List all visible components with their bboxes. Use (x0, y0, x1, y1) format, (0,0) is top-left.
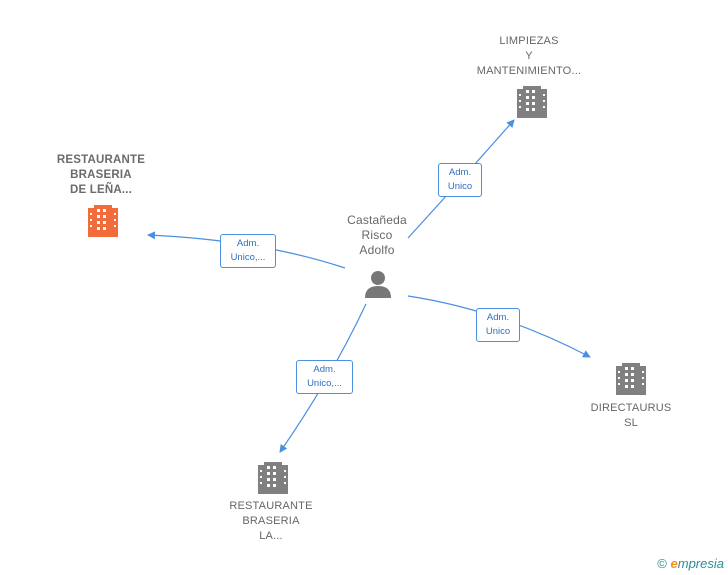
restaurante-lena-line-2: BRASERIA (70, 169, 132, 181)
node-label-directaurus[interactable]: DIRECTAURUS SL (576, 401, 686, 431)
edge-label-restaurante-lena-line-2: Unico,... (230, 252, 266, 263)
edge-label-restaurante-la-line-1: Adm. (313, 364, 336, 375)
center-line-3: Adolfo (359, 243, 395, 257)
center-line-1: Castañeda (347, 213, 407, 227)
node-label-restaurante-la[interactable]: RESTAURANTE BRASERIA LA... (216, 499, 326, 544)
copyright-icon: © (657, 556, 667, 571)
edge-label-directaurus-line-2: Unico (485, 326, 511, 337)
directaurus-line-1: DIRECTAURUS (590, 402, 672, 414)
building-icon[interactable] (258, 462, 288, 494)
building-icon[interactable] (616, 363, 646, 395)
center-line-2: Risco (361, 228, 393, 242)
footer-brand: © empresia (657, 556, 724, 571)
building-icon[interactable] (517, 86, 547, 118)
restaurante-lena-line-1: RESTAURANTE (56, 154, 146, 166)
brand-logo-text: mpresia (677, 556, 724, 571)
edge-label-limpiezas-line-1: Adm. (448, 167, 472, 178)
restaurante-la-line-1: RESTAURANTE (229, 500, 313, 512)
limpiezas-line-1: LIMPIEZAS (499, 35, 559, 47)
edge-label-restaurante-lena[interactable]: Adm. Unico,... (220, 234, 276, 268)
limpiezas-line-2: Y (525, 50, 533, 62)
directaurus-line-2: SL (624, 417, 638, 429)
brand-logo-e: e (670, 556, 678, 571)
edge-label-restaurante-la[interactable]: Adm. Unico,... (296, 360, 353, 394)
node-label-limpiezas[interactable]: LIMPIEZAS Y MANTENIMIENTO... (464, 34, 594, 79)
restaurante-la-line-3: LA... (259, 530, 283, 542)
edge-label-directaurus[interactable]: Adm. Unico (476, 308, 520, 342)
node-label-restaurante-lena[interactable]: RESTAURANTE BRASERIA DE LEÑA... (40, 153, 162, 198)
restaurante-la-line-2: BRASERIA (242, 515, 300, 527)
building-icon-highlight[interactable] (88, 205, 118, 237)
edge-label-restaurante-lena-line-1: Adm. (236, 238, 260, 249)
edge-label-restaurante-la-line-2: Unico,... (307, 378, 342, 389)
restaurante-lena-line-3: DE LEÑA... (69, 184, 133, 196)
limpiezas-line-3: MANTENIMIENTO... (476, 65, 582, 77)
edge-label-directaurus-line-1: Adm. (486, 312, 510, 323)
edge-label-limpiezas[interactable]: Adm. Unico (438, 163, 482, 197)
node-label-center[interactable]: Castañeda Risco Adolfo (330, 213, 424, 258)
person-icon[interactable] (365, 271, 391, 298)
edge-label-limpiezas-line-2: Unico (447, 181, 473, 192)
